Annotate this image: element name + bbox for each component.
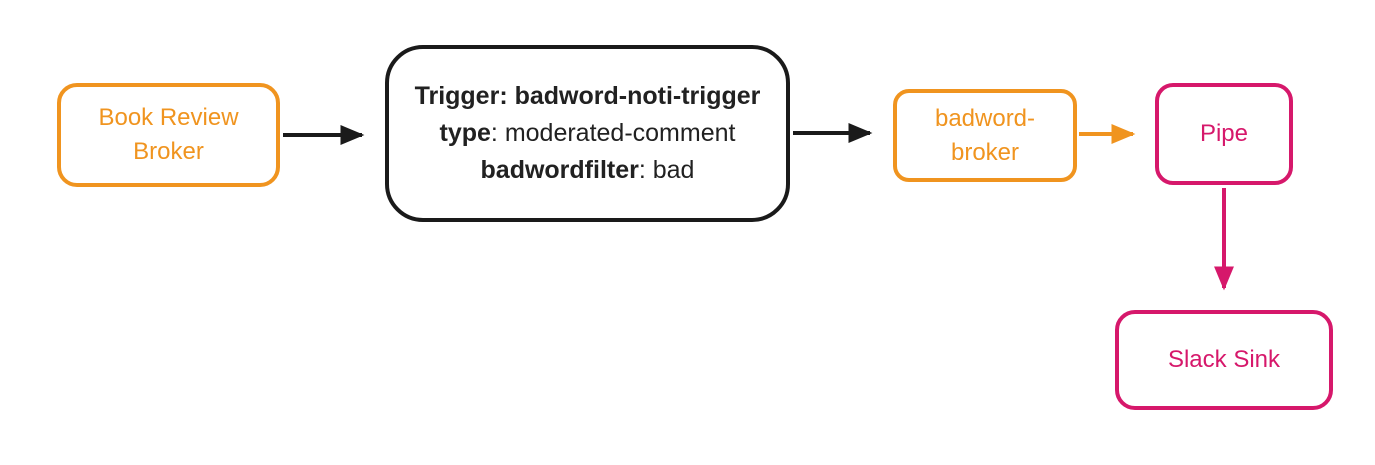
trigger-line-2: type: moderated-comment <box>439 119 736 147</box>
node-trigger: Trigger: badword-noti-trigger type: mode… <box>385 45 790 222</box>
node-slack-sink-label: Slack Sink <box>1167 346 1281 373</box>
trigger-line-1: Trigger: badword-noti-trigger <box>414 82 761 110</box>
node-trigger-text: Trigger: badword-noti-trigger type: mode… <box>415 78 761 189</box>
node-slack-sink: Slack Sink <box>1115 310 1333 410</box>
node-badword-broker-label: badword-broker <box>934 104 1036 166</box>
trigger-line-3: badwordfilter: bad <box>480 156 695 184</box>
node-book-review-broker: Book Review Broker <box>57 83 280 187</box>
node-pipe: Pipe <box>1155 83 1293 185</box>
node-book-review-broker-label: Book Review Broker <box>98 104 239 165</box>
node-pipe-label: Pipe <box>1199 120 1249 147</box>
node-badword-broker: badword-broker <box>893 89 1077 182</box>
